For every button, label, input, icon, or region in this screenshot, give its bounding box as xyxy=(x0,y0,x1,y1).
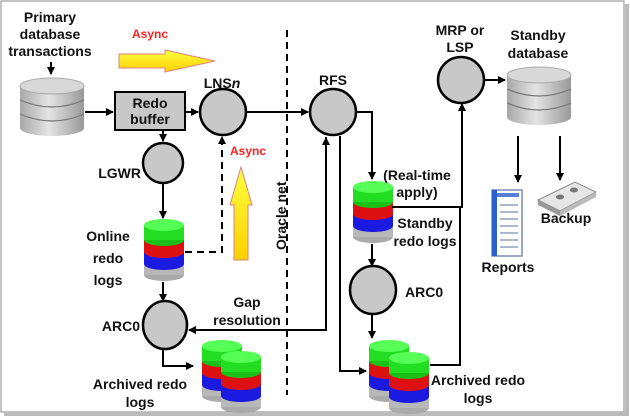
async-arrow-icon xyxy=(229,165,253,261)
standby-redo-logs-label: redo logs xyxy=(393,233,456,249)
primary-label: transactions xyxy=(8,43,91,59)
archived-standby-label: logs xyxy=(464,390,493,406)
realtime-apply-label: apply) xyxy=(396,184,437,200)
standby-database-icon xyxy=(507,67,571,125)
mrp-lsp-label: MRP or xyxy=(436,22,485,38)
redo-buffer-label: Redo xyxy=(133,95,168,111)
lgwr-label: LGWR xyxy=(98,165,141,181)
backup-tape-icon xyxy=(536,181,598,216)
lnsn-process xyxy=(198,87,248,137)
standby-database-label: database xyxy=(508,45,569,61)
arc0-primary-process xyxy=(141,299,189,351)
async-side-label: Async xyxy=(230,144,266,158)
primary-label: database xyxy=(20,26,81,42)
oracle-net-label: Oracle net xyxy=(273,181,289,250)
gap-resolution-label: resolution xyxy=(213,312,281,328)
redo-buffer-box xyxy=(114,91,186,131)
standby-redo-logs-label: Standby xyxy=(397,215,452,231)
primary-label: Primary xyxy=(24,9,76,25)
reports-label: Reports xyxy=(482,259,535,275)
lgwr-process xyxy=(141,141,185,185)
frame xyxy=(0,0,625,413)
lnsn-label: LNSn xyxy=(204,75,241,91)
archived-standby-label: Archived redo xyxy=(431,372,525,388)
archived-primary-label: Archived redo xyxy=(93,376,187,392)
online-redo-logs-label: logs xyxy=(94,272,123,288)
primary-database-icon xyxy=(20,78,84,136)
realtime-apply-label: (Real-time xyxy=(383,167,451,183)
mrp-lsp-process xyxy=(436,55,486,105)
online-redo-logs-icon xyxy=(144,219,184,281)
mrp-lsp-label: LSP xyxy=(446,39,473,55)
async-top-label: Async xyxy=(132,27,168,41)
archived-primary-label: logs xyxy=(126,394,155,410)
arc0-standby-process xyxy=(348,264,398,316)
arc0-primary-label: ARC0 xyxy=(102,318,140,334)
async-arrow-icon xyxy=(118,49,216,73)
standby-database-label: Standby xyxy=(510,27,565,43)
backup-label: Backup xyxy=(541,210,592,226)
redo-buffer-label: buffer xyxy=(130,111,170,127)
reports-icon xyxy=(491,189,523,257)
standby-redo-logs-icon xyxy=(353,181,393,243)
rfs-process xyxy=(308,87,358,137)
gap-resolution-label: Gap xyxy=(233,294,260,310)
archived-redo-logs-icon xyxy=(221,351,261,413)
archived-standby-logs-icon xyxy=(389,352,429,414)
online-redo-logs-label: Online xyxy=(86,228,130,244)
arc0-standby-label: ARC0 xyxy=(405,284,443,300)
rfs-label: RFS xyxy=(319,72,347,88)
online-redo-logs-label: redo xyxy=(93,250,123,266)
